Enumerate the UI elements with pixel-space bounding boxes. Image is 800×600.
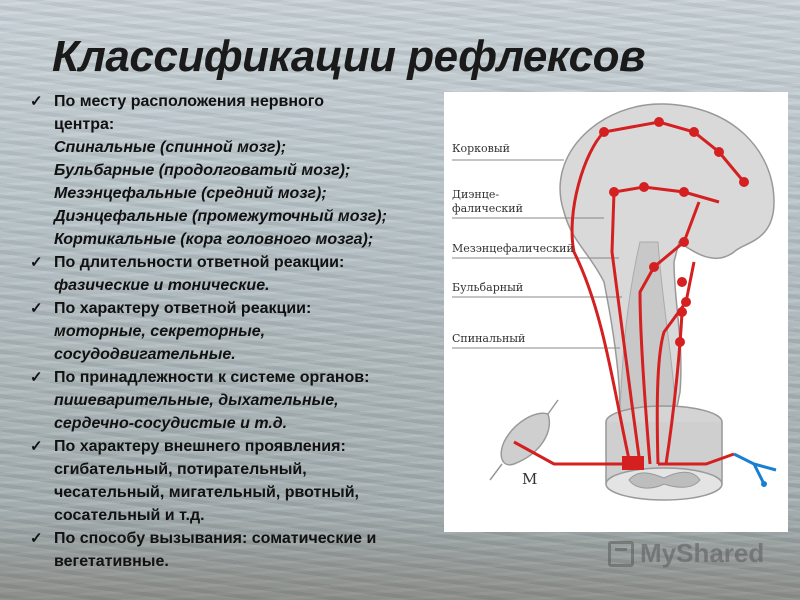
spinal-neuron bbox=[622, 456, 644, 470]
bullet-line: вегетативные. bbox=[54, 553, 169, 570]
checkmark-icon: ✓ bbox=[30, 438, 43, 455]
label-muscle: M bbox=[522, 470, 537, 488]
bullet-line: Спинальные (спинной мозг); bbox=[54, 139, 287, 156]
bullet-item: ✓ По месту расположения нервного центра: Сп… bbox=[30, 90, 460, 251]
label-mesencephalic: Мезэнцефалический bbox=[452, 242, 574, 255]
presentation-icon bbox=[608, 540, 634, 567]
checkmark-icon: ✓ bbox=[30, 300, 43, 317]
bullet-line: По длительности ответной реакции: bbox=[54, 254, 345, 271]
watermark-text: MyShared bbox=[640, 538, 765, 568]
bullet-line: моторные, секреторные, bbox=[54, 323, 266, 340]
grey-matter bbox=[628, 471, 701, 489]
synapse-nodes bbox=[599, 117, 749, 347]
bullet-item: ✓ По способу вызывания: соматические и вег… bbox=[30, 527, 460, 573]
label-diencephalic-line1: Диэнце- bbox=[452, 188, 499, 201]
brainstem bbox=[619, 241, 677, 413]
reflex-arc-diagram: Корковый Диэнце- фалический Мезэнцефалич… bbox=[444, 92, 788, 532]
checkmark-icon: ✓ bbox=[30, 530, 43, 547]
bullet-line: сосательный и т.д. bbox=[54, 507, 205, 524]
bullet-line: Бульбарные (продолговатый мозг); bbox=[54, 162, 351, 179]
label-spinal: Спинальный bbox=[452, 332, 525, 345]
checkmark-icon: ✓ bbox=[30, 254, 43, 271]
label-diencephalic-line2: фалический bbox=[452, 202, 523, 215]
checkmark-icon: ✓ bbox=[30, 93, 43, 110]
bullet-line: Мезэнцефальные (средний мозг); bbox=[54, 185, 327, 202]
bullet-line: центра: bbox=[54, 116, 115, 133]
label-leaders bbox=[452, 159, 622, 349]
bullet-line: Диэнцефальные (промежуточный мозг); bbox=[54, 208, 387, 225]
reflex-levels-illustration: Корковый Диэнце- фалический Мезэнцефалич… bbox=[452, 103, 777, 501]
label-bulbar: Бульбарный bbox=[452, 281, 523, 294]
muscle bbox=[500, 412, 551, 466]
efferent-pathways bbox=[513, 120, 746, 466]
bullet-line: сгибательный, потирательный, bbox=[54, 461, 307, 478]
afferent-branch bbox=[733, 452, 777, 485]
bullet-line: сердечно-сосудистые и т.д. bbox=[54, 415, 288, 432]
bullet-line: Кортикальные (кора головного мозга); bbox=[54, 231, 374, 248]
bullet-item: ✓ По характеру внешнего проявления: сгибат… bbox=[30, 435, 460, 527]
bullet-line: сосудодвигательные. bbox=[54, 346, 236, 363]
checkmark-icon: ✓ bbox=[30, 369, 43, 386]
bullet-line: фазические и тонические. bbox=[54, 277, 270, 294]
slide-title: Классификации рефлексов bbox=[52, 32, 646, 81]
bullet-line: По характеру ответной реакции: bbox=[54, 300, 312, 317]
bullet-line: чесательный, мигательный, рвотный, bbox=[54, 484, 359, 501]
bullet-item: ✓ По длительности ответной реакции: фазиче… bbox=[30, 251, 460, 297]
bullet-line: По месту расположения нервного bbox=[54, 93, 324, 110]
bullet-item: ✓ По принадлежности к системе органов: пиш… bbox=[30, 366, 460, 435]
label-cortical: Корковый bbox=[452, 142, 510, 155]
bullet-list: ✓ По месту расположения нервного центра: Сп… bbox=[30, 90, 460, 573]
bullet-line: По принадлежности к системе органов: bbox=[54, 369, 370, 386]
bullet-line: пишеварительные, дыхательные, bbox=[54, 392, 339, 409]
bullet-item: ✓ По характеру ответной реакции: моторные,… bbox=[30, 297, 460, 366]
watermark: MyShared bbox=[608, 538, 764, 569]
bullet-line: По способу вызывания: соматические и bbox=[54, 530, 377, 547]
bullet-line: По характеру внешнего проявления: bbox=[54, 438, 346, 455]
